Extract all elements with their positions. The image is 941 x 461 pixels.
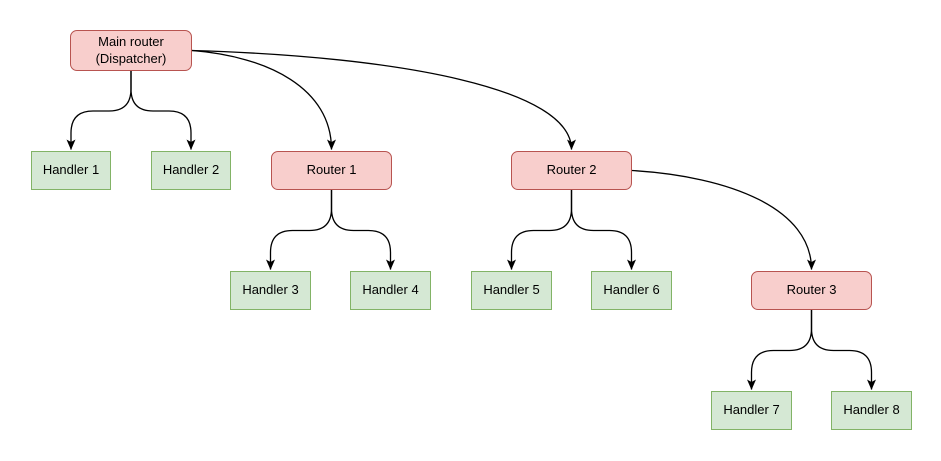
node-h6: Handler 6 [591, 271, 672, 310]
node-h8: Handler 8 [831, 391, 912, 430]
node-h2: Handler 2 [151, 151, 231, 190]
node-r2: Router 2 [511, 151, 632, 190]
node-label-h7: Handler 7 [723, 402, 780, 418]
node-r3: Router 3 [751, 271, 872, 310]
node-label-main: Main router (Dispatcher) [95, 34, 167, 66]
node-label-h6: Handler 6 [603, 282, 660, 298]
node-h1: Handler 1 [31, 151, 111, 190]
edge-r2-to-h6 [570, 190, 636, 270]
node-h5: Handler 5 [471, 271, 552, 310]
node-label-r1: Router 1 [306, 162, 357, 178]
edge-main-to-r2 [191, 49, 576, 150]
node-label-h2: Handler 2 [162, 162, 220, 178]
node-label-r3: Router 3 [786, 282, 837, 298]
node-r1: Router 1 [271, 151, 392, 190]
edge-main-to-h2 [130, 71, 196, 150]
node-main: Main router (Dispatcher) [70, 30, 192, 71]
node-h7: Handler 7 [711, 391, 792, 430]
edge-r3-to-h7 [747, 310, 813, 390]
edge-r1-to-h4 [330, 190, 395, 270]
edge-main-to-h1 [66, 71, 132, 150]
node-label-h1: Handler 1 [42, 162, 100, 178]
node-label-h8: Handler 8 [843, 402, 900, 418]
node-label-h4: Handler 4 [362, 282, 419, 298]
node-label-r2: Router 2 [546, 162, 597, 178]
node-h3: Handler 3 [230, 271, 311, 310]
node-label-h3: Handler 3 [242, 282, 299, 298]
edge-r1-to-h3 [266, 190, 333, 270]
edge-r3-to-h8 [810, 310, 876, 390]
edge-r2-to-h5 [507, 190, 573, 270]
node-h4: Handler 4 [350, 271, 431, 310]
edge-main-to-r1 [191, 49, 336, 150]
edge-r2-to-r3 [631, 169, 816, 270]
node-label-h5: Handler 5 [483, 282, 540, 298]
